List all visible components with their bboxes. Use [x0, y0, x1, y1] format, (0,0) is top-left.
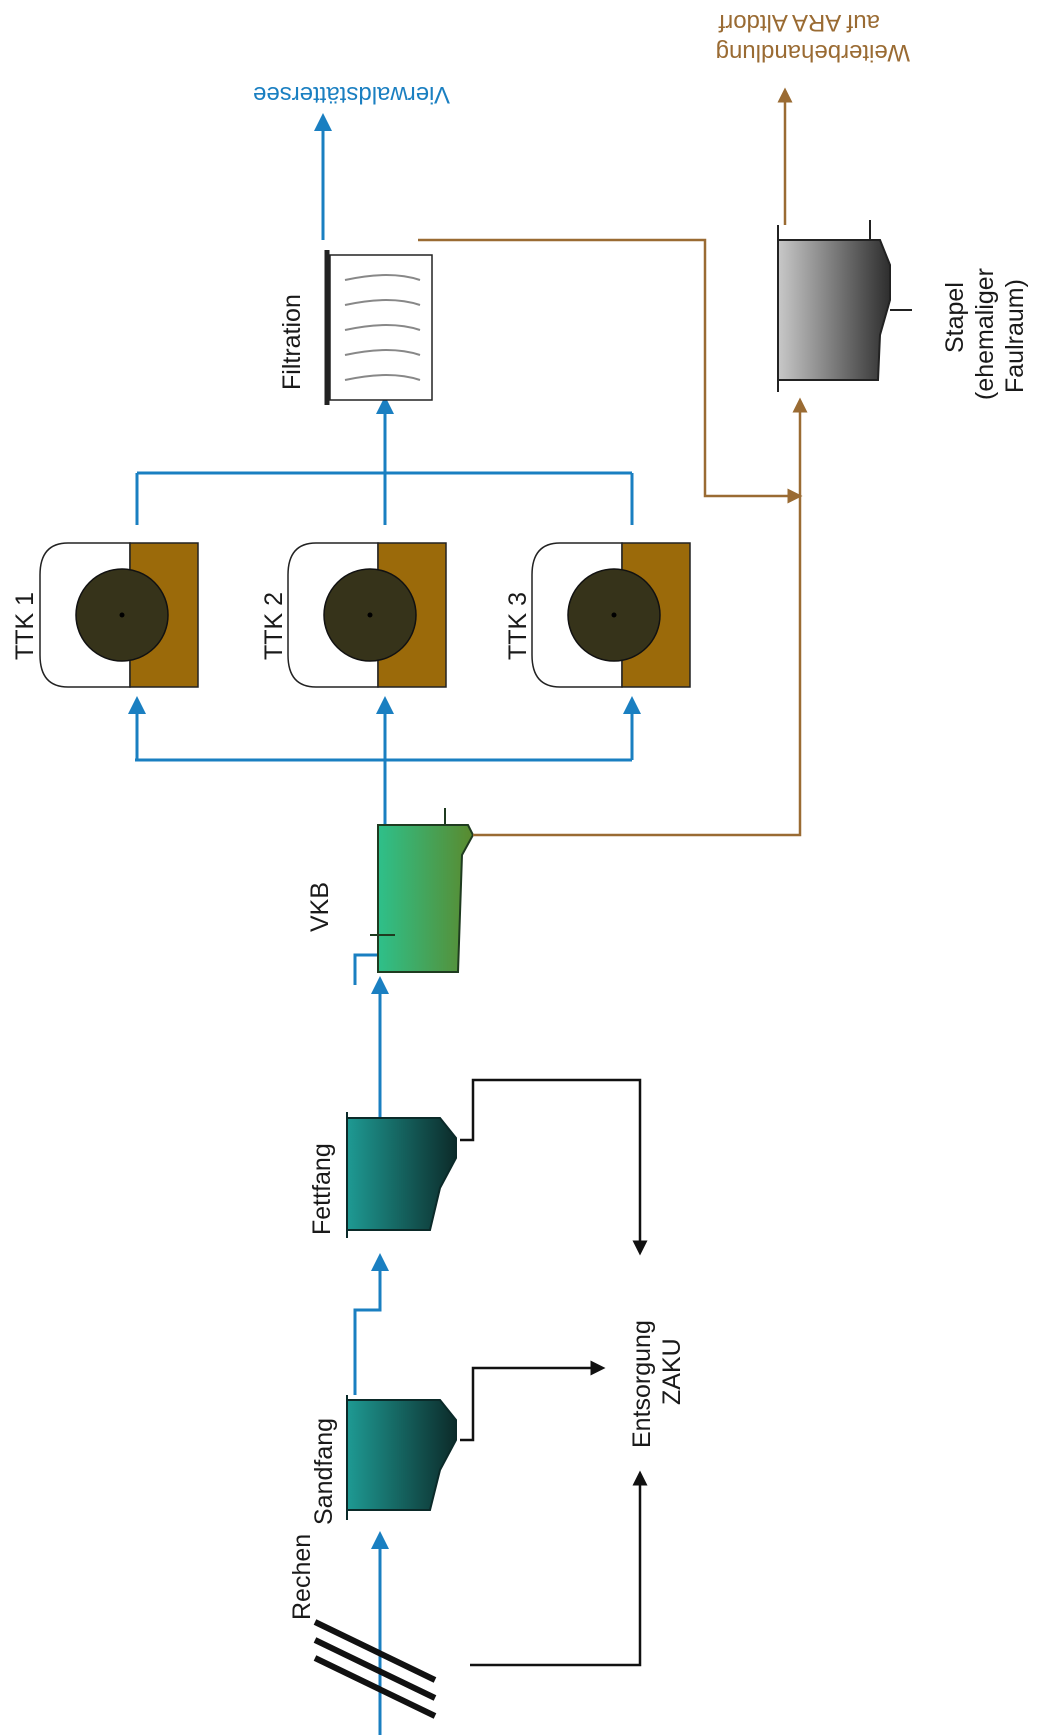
- water-line-sandfang-fettfang: [353, 1253, 389, 1395]
- altdorf-label-line2: auf ARA Altdorf: [718, 9, 880, 36]
- sludge-line-vkb: [473, 397, 808, 837]
- stapel-label-line3: Faulraum): [1001, 279, 1029, 393]
- ttk2-unit: [287, 542, 447, 688]
- filtration-label: Filtration: [278, 294, 306, 390]
- entsorgung-label-line2: ZAKU: [658, 1338, 686, 1405]
- ttk3-unit: [531, 542, 691, 688]
- ttk2-label: TTK 2: [260, 592, 288, 660]
- lake-label: Vierwaldstättersee: [253, 81, 450, 108]
- ttk3-label: TTK 3: [504, 592, 532, 660]
- stapel-tank: [777, 239, 891, 381]
- fettfang-tank: [346, 1117, 457, 1231]
- vkb-tank: [377, 824, 475, 973]
- ttk1-label: TTK 1: [11, 592, 39, 660]
- waste-line-sandfang: [460, 1360, 606, 1442]
- sludge-line-filtration: [418, 238, 803, 504]
- stapel-label-line2: (ehemaliger: [971, 268, 999, 400]
- stapel-label-line1: Stapel: [941, 282, 969, 353]
- filtration-unit: [324, 250, 433, 405]
- fettfang-label: Fettfang: [308, 1143, 336, 1235]
- entsorgung-label-line1: Entsorgung: [628, 1320, 656, 1448]
- sandfang-label: Sandfang: [310, 1418, 338, 1525]
- vkb-label: VKB: [306, 882, 334, 932]
- waste-line-rechen: [470, 1470, 648, 1667]
- rechen-label: Rechen: [288, 1534, 316, 1620]
- rechen-screen: [313, 1619, 437, 1719]
- water-line-vkb-feed: [353, 953, 380, 985]
- ttk1-unit: [39, 542, 199, 688]
- waste-line-fettfang: [460, 1078, 648, 1256]
- sandfang-tank: [346, 1399, 457, 1511]
- altdorf-label-line1: Weiterbehandlung: [716, 39, 910, 66]
